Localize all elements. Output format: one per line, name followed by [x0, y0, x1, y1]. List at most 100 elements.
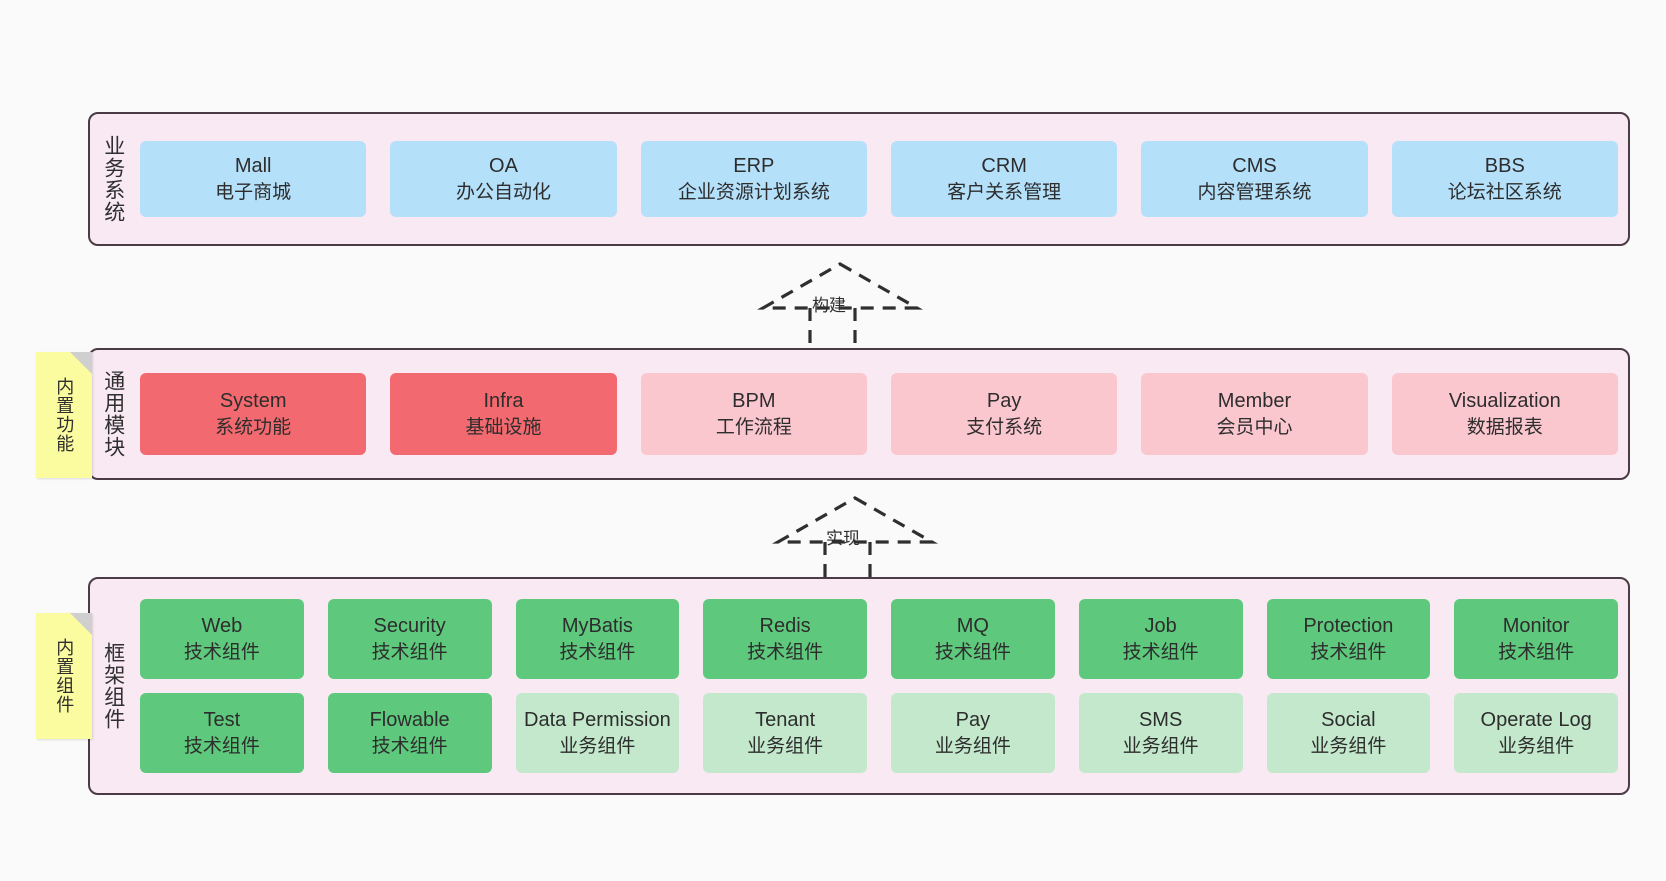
node-data-permission[interactable]: Data Permission 业务组件 [515, 693, 680, 773]
node-subtitle: 技术组件 [371, 735, 448, 757]
node-mall[interactable]: Mall 电子商城 [140, 141, 367, 217]
layer-label-framework: 框架组件 [101, 642, 125, 730]
node-subtitle: 客户关系管理 [947, 181, 1062, 203]
framework-tech-row: Web 技术组件 Security 技术组件 MyBatis 技术组件 Redi… [140, 599, 1618, 679]
node-web[interactable]: Web 技术组件 [140, 599, 304, 679]
node-title: Data Permission [524, 709, 671, 732]
layer-label-business: 业务系统 [101, 135, 125, 223]
node-subtitle: 业务组件 [934, 735, 1011, 757]
node-mq[interactable]: MQ 技术组件 [891, 599, 1055, 679]
layer-body-framework: Web 技术组件 Security 技术组件 MyBatis 技术组件 Redi… [136, 579, 1628, 793]
node-subtitle: 业务组件 [1122, 735, 1199, 757]
node-tenant[interactable]: Tenant 业务组件 [703, 693, 867, 773]
node-title: Flowable [369, 709, 450, 732]
node-title: Test [203, 709, 241, 732]
layer-business-systems[interactable]: 业务系统 Mall 电子商城 OA 办公自动化 ERP 企业资源计划系统 CRM… [88, 112, 1630, 246]
connector-build-arrow [756, 262, 924, 352]
node-subtitle: 论坛社区系统 [1447, 181, 1562, 203]
node-subtitle: 技术组件 [934, 641, 1011, 663]
node-title: SMS [1138, 709, 1183, 732]
node-subtitle: 技术组件 [183, 735, 260, 757]
node-subtitle: 基础设施 [465, 416, 542, 438]
node-social[interactable]: Social 业务组件 [1266, 693, 1431, 773]
node-title: Social [1321, 709, 1376, 732]
node-title: Infra [483, 390, 524, 413]
node-pay-component[interactable]: Pay 业务组件 [891, 693, 1055, 773]
node-subtitle: 技术组件 [559, 641, 636, 663]
framework-business-row: Test 技术组件 Flowable 技术组件 Data Permission … [140, 693, 1618, 773]
node-erp[interactable]: ERP 企业资源计划系统 [640, 141, 867, 217]
node-subtitle: 技术组件 [1122, 641, 1199, 663]
node-pay-module[interactable]: Pay 支付系统 [890, 373, 1118, 455]
node-system[interactable]: System 系统功能 [140, 373, 367, 455]
node-subtitle: 办公自动化 [455, 181, 551, 203]
node-title: BBS [1484, 155, 1525, 178]
node-member[interactable]: Member 会员中心 [1141, 373, 1368, 455]
node-subtitle: 数据报表 [1466, 416, 1543, 438]
node-title: CRM [981, 155, 1027, 178]
node-title: MyBatis [561, 615, 633, 638]
node-crm[interactable]: CRM 客户关系管理 [890, 141, 1118, 217]
layer-label-modules: 通用模块 [101, 370, 125, 458]
node-title: Web [201, 615, 243, 638]
sticky-fold-corner-icon [70, 613, 92, 635]
node-subtitle: 技术组件 [1310, 641, 1387, 663]
node-title: Mall [234, 155, 272, 178]
node-title: Operate Log [1480, 709, 1592, 732]
node-title: Job [1144, 615, 1177, 638]
node-subtitle: 电子商城 [215, 181, 292, 203]
node-bpm[interactable]: BPM 工作流程 [640, 373, 867, 455]
node-subtitle: 业务组件 [747, 735, 824, 757]
node-subtitle: 会员中心 [1216, 416, 1293, 438]
node-title: Redis [759, 615, 811, 638]
node-subtitle: 技术组件 [1498, 641, 1575, 663]
node-mybatis[interactable]: MyBatis 技术组件 [515, 599, 680, 679]
node-test[interactable]: Test 技术组件 [140, 693, 304, 773]
node-security[interactable]: Security 技术组件 [327, 599, 492, 679]
node-title: Pay [955, 709, 991, 732]
sticky-note-builtin-features[interactable]: 内置功能 [36, 352, 92, 478]
node-job[interactable]: Job 技术组件 [1078, 599, 1243, 679]
layer-framework-components[interactable]: 框架组件 Web 技术组件 Security 技术组件 MyBatis 技术组件… [88, 577, 1630, 795]
node-title: Protection [1303, 615, 1394, 638]
node-subtitle: 业务组件 [1498, 735, 1575, 757]
node-visualization[interactable]: Visualization 数据报表 [1391, 373, 1618, 455]
node-protection[interactable]: Protection 技术组件 [1266, 599, 1431, 679]
node-subtitle: 技术组件 [371, 641, 448, 663]
node-title: Security [373, 615, 446, 638]
node-subtitle: 技术组件 [747, 641, 824, 663]
sticky-fold-corner-icon [70, 352, 92, 374]
connector-impl-label: 实现 [826, 529, 860, 548]
node-operate-log[interactable]: Operate Log 业务组件 [1454, 693, 1618, 773]
layer-common-modules[interactable]: 通用模块 System 系统功能 Infra 基础设施 BPM 工作流程 Pay… [88, 348, 1630, 480]
node-subtitle: 工作流程 [715, 416, 792, 438]
node-title: System [219, 390, 287, 413]
node-title: BPM [732, 390, 776, 413]
node-title: ERP [733, 155, 775, 178]
node-subtitle: 技术组件 [183, 641, 260, 663]
node-subtitle: 系统功能 [215, 416, 292, 438]
node-title: Member [1217, 390, 1292, 413]
node-sms[interactable]: SMS 业务组件 [1078, 693, 1243, 773]
node-oa[interactable]: OA 办公自动化 [390, 141, 617, 217]
node-subtitle: 支付系统 [966, 416, 1043, 438]
sticky-note-label: 内置功能 [54, 377, 75, 453]
node-title: Visualization [1448, 390, 1561, 413]
node-monitor[interactable]: Monitor 技术组件 [1454, 599, 1618, 679]
node-cms[interactable]: CMS 内容管理系统 [1141, 141, 1368, 217]
node-title: OA [489, 155, 518, 178]
sticky-note-label: 内置组件 [54, 638, 75, 714]
node-infra[interactable]: Infra 基础设施 [390, 373, 617, 455]
node-bbs[interactable]: BBS 论坛社区系统 [1391, 141, 1618, 217]
node-title: Monitor [1502, 615, 1570, 638]
node-flowable[interactable]: Flowable 技术组件 [327, 693, 492, 773]
node-subtitle: 业务组件 [1310, 735, 1387, 757]
sticky-note-builtin-components[interactable]: 内置组件 [36, 613, 92, 739]
connector-build-label: 构建 [812, 296, 846, 315]
node-redis[interactable]: Redis 技术组件 [703, 599, 867, 679]
node-subtitle: 内容管理系统 [1197, 181, 1312, 203]
node-title: CMS [1232, 155, 1277, 178]
modules-node-row: System 系统功能 Infra 基础设施 BPM 工作流程 Pay 支付系统… [140, 373, 1618, 455]
layer-body-modules: System 系统功能 Infra 基础设施 BPM 工作流程 Pay 支付系统… [136, 350, 1628, 478]
